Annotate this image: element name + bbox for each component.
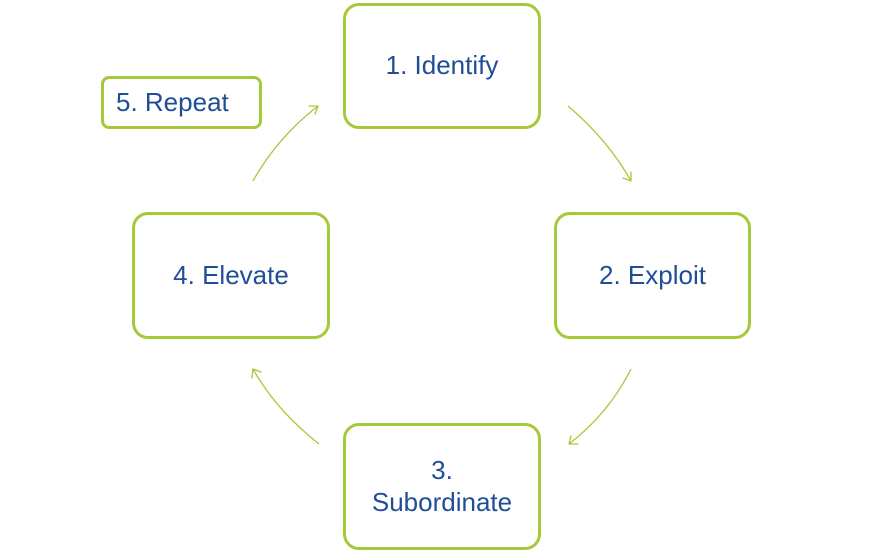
step-identify-box: 1. Identify xyxy=(343,3,541,129)
step-exploit-box: 2. Exploit xyxy=(554,212,751,339)
arrow-subordinate-to-elevate xyxy=(251,368,320,445)
step-repeat-box: 5. Repeat xyxy=(101,76,262,129)
step-elevate-label: 4. Elevate xyxy=(173,259,289,290)
arrow-elevate-to-identify xyxy=(252,105,319,182)
step-elevate-box: 4. Elevate xyxy=(132,212,330,339)
step-identify-label: 1. Identify xyxy=(385,50,499,81)
arrow-identify-to-exploit xyxy=(567,105,632,182)
arrow-exploit-to-subordinate xyxy=(568,368,632,445)
step-subordinate-label: 3. Subordinate xyxy=(371,455,513,517)
step-repeat-label: 5. Repeat xyxy=(116,86,229,117)
step-subordinate-box: 3. Subordinate xyxy=(343,423,541,550)
step-exploit-label: 2. Exploit xyxy=(599,259,706,290)
